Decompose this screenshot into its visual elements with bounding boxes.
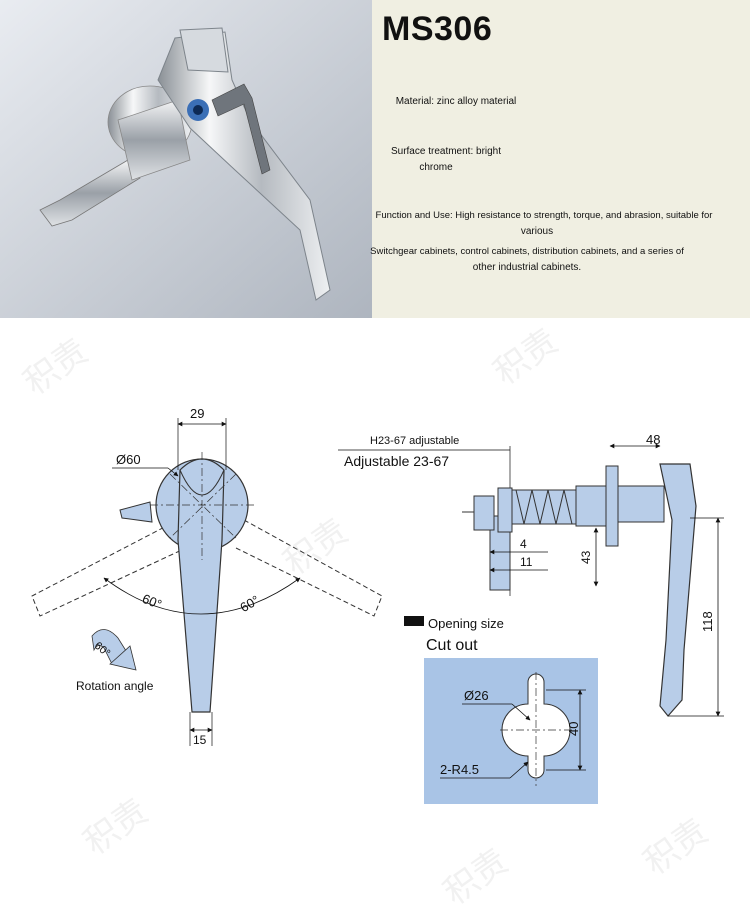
side-view: H23-67 adjustable Adjustable 23-67 48 11… — [338, 432, 724, 717]
dim-11-label: 11 — [520, 555, 533, 569]
material-text: Material: zinc alloy material — [395, 96, 517, 107]
dim-29-label: 29 — [190, 406, 204, 421]
function-line-3: Switchgear cabinets, control cabinets, d… — [370, 246, 684, 257]
dim-diameter-60-label: Ø60 — [116, 452, 141, 467]
cutout-section: Opening size Cut out 40 Ø26 2-R4.5 — [404, 616, 598, 804]
info-panel: MS306 Material: zinc alloy material Surf… — [370, 0, 750, 318]
dim-118-label: 118 — [700, 611, 715, 632]
product-photo — [0, 0, 372, 318]
dim-48-label: 48 — [646, 432, 660, 447]
dim-radius-label: 2-R4.5 — [440, 762, 479, 777]
function-line-2: various — [520, 226, 554, 237]
function-line-1: Function and Use: High resistance to str… — [375, 210, 713, 221]
rotation-angle-label: Rotation angle — [76, 679, 154, 693]
front-view: 29 Ø60 60° 60° 60° Rotation angle 15 — [31, 406, 383, 747]
function-line-4: other industrial cabinets. — [472, 262, 582, 273]
technical-drawing: 29 Ø60 60° 60° 60° Rotation angle 15 H23… — [31, 406, 724, 804]
heading-marker-icon — [404, 616, 424, 626]
angle-right-label: 60° — [237, 592, 262, 615]
adjustable-label-1: H23-67 adjustable — [370, 435, 459, 447]
cut-out-label: Cut out — [426, 637, 478, 654]
surface-treatment-line-1: Surface treatment: bright — [390, 146, 502, 157]
model-number: MS306 — [382, 10, 493, 48]
dim-15-label: 15 — [193, 733, 207, 747]
surface-treatment-line-2: chrome — [419, 162, 453, 173]
opening-size-label: Opening size — [428, 616, 504, 631]
angle-left-label: 60° — [140, 591, 164, 612]
dim-diameter-26-label: Ø26 — [464, 688, 489, 703]
dim-43-label: 43 — [579, 550, 593, 564]
dim-4-label: 4 — [520, 537, 527, 551]
dim-40-label: 40 — [566, 722, 581, 736]
adjustable-label-2: Adjustable 23-67 — [344, 453, 449, 469]
rotation-arrow-icon — [91, 629, 137, 671]
